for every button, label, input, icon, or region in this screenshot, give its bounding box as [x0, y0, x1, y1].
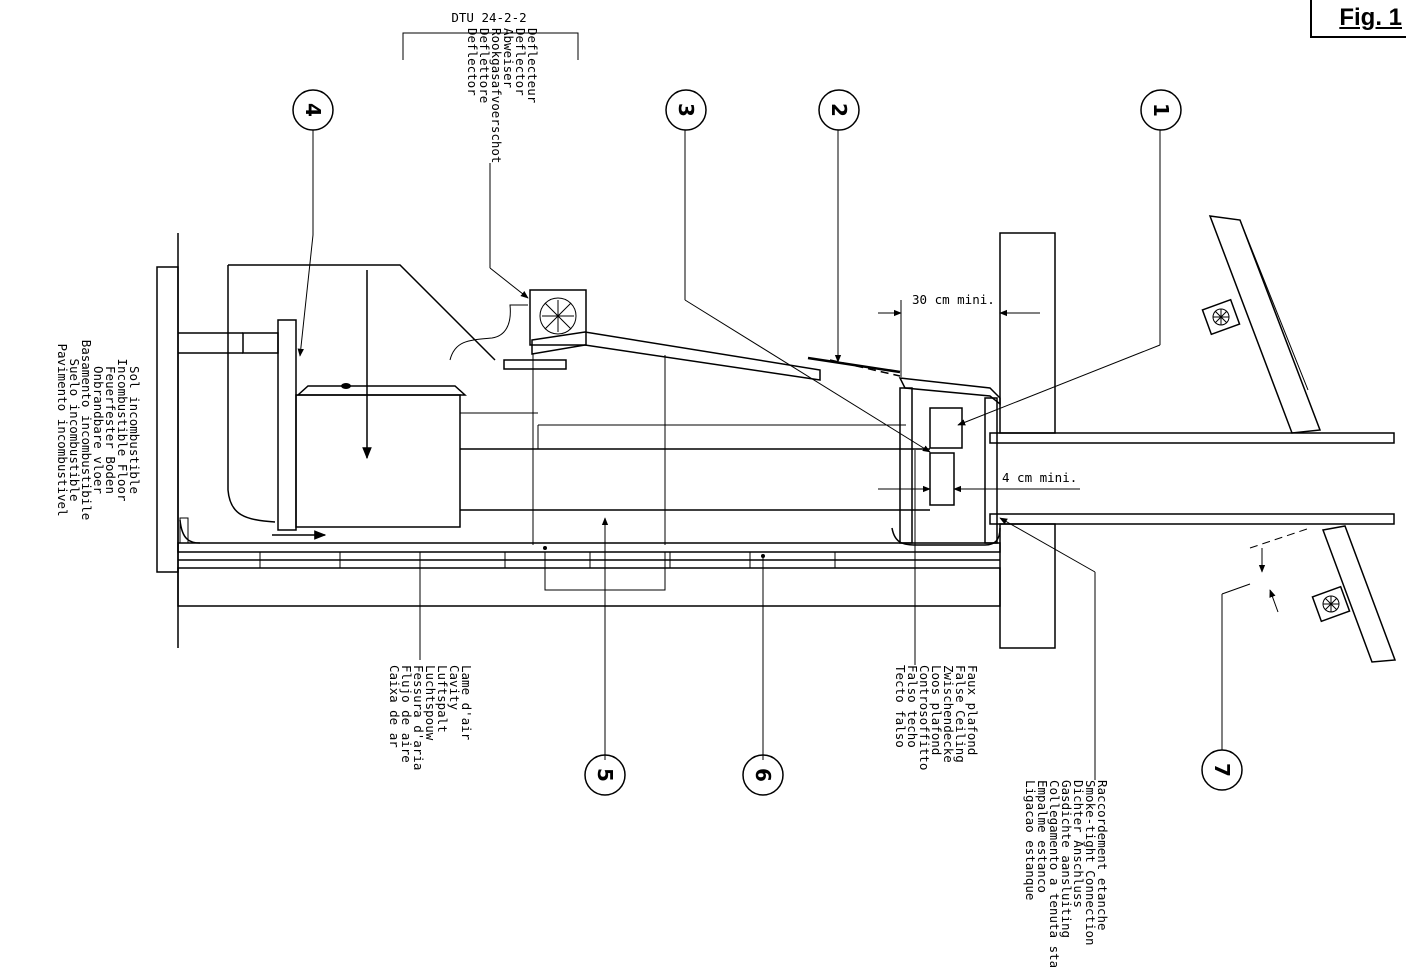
svg-text:Zwischendecke: Zwischendecke [941, 665, 956, 763]
svg-text:4: 4 [301, 103, 325, 117]
roof-section [1201, 215, 1397, 663]
deflector-box [489, 163, 587, 346]
callout-2: 2 [818, 89, 860, 131]
vent-grille-bottom [1311, 585, 1351, 623]
svg-text:Abweiser: Abweiser [501, 28, 516, 89]
svg-text:Flujo de aire: Flujo de aire [399, 665, 414, 763]
callout-5: 5 [584, 754, 626, 796]
svg-text:Suelo incombustible: Suelo incombustible [67, 359, 82, 502]
svg-text:Pavimento incombustivel: Pavimento incombustivel [55, 343, 70, 516]
callout-1: 1 [1140, 89, 1182, 131]
svg-text:Raccordement etanche: Raccordement etanche [1095, 780, 1110, 931]
dimension-4cm-label: 4 cm mini. [1002, 470, 1077, 485]
vent-grille-top [1201, 298, 1241, 336]
svg-text:Loos plafond: Loos plafond [929, 665, 944, 755]
dimension-30cm-label: 30 cm mini. [912, 292, 995, 307]
svg-text:Faux plafond: Faux plafond [965, 665, 980, 755]
svg-text:Incombustible Floor: Incombustible Floor [115, 359, 130, 502]
ceiling-labels: Faux plafond False Ceiling Zwischendecke… [893, 665, 980, 770]
svg-text:Ligacao estanque: Ligacao estanque [1023, 780, 1038, 900]
svg-text:Deflector: Deflector [513, 28, 528, 96]
svg-text:Collegamento a tenuta stagna: Collegamento a tenuta stagna [1047, 780, 1062, 967]
svg-text:6: 6 [751, 768, 775, 782]
callout-6: 6 [742, 754, 784, 796]
deflector-code: DTU 24-2-2 [451, 10, 526, 25]
fireplace-insert [178, 264, 528, 540]
svg-text:Rookgasafvoerschot: Rookgasafvoerschot [489, 28, 504, 163]
connection-labels: Raccordement etanche Smoke-tight Connect… [1023, 780, 1110, 967]
dimension-4cm: 4 cm mini. [878, 470, 1080, 493]
svg-text:7: 7 [1210, 763, 1234, 777]
svg-text:False Ceiling: False Ceiling [953, 665, 968, 763]
svg-text:Gasdichte aansluiting: Gasdichte aansluiting [1059, 780, 1074, 938]
left-wall [156, 233, 179, 648]
svg-text:Empalme estanco: Empalme estanco [1035, 780, 1050, 893]
callout-3: 3 [665, 89, 707, 131]
svg-text:Tecto falso: Tecto falso [893, 665, 908, 748]
dimension-vent [1221, 527, 1311, 750]
svg-text:Cavity: Cavity [447, 665, 462, 711]
svg-text:Luftspalt: Luftspalt [435, 665, 450, 733]
insulation-base [177, 517, 1001, 591]
callout-7: 7 [1201, 749, 1243, 791]
svg-text:3: 3 [674, 103, 698, 117]
svg-text:Lame d'air: Lame d'air [459, 665, 474, 741]
hood-casing [460, 331, 906, 545]
svg-text:Deflecteur: Deflecteur [525, 28, 540, 104]
callout-leaders [297, 130, 1161, 780]
svg-text:Falso techo: Falso techo [905, 665, 920, 748]
svg-text:Caixa de ar: Caixa de ar [387, 665, 402, 748]
svg-text:Deflettore: Deflettore [477, 28, 492, 103]
svg-text:Deflector: Deflector [465, 28, 480, 96]
svg-text:Smoke-tight Connection: Smoke-tight Connection [1083, 780, 1098, 946]
svg-text:Sol incombustible: Sol incombustible [127, 366, 142, 494]
floor-labels: Sol incombustible Incombustible Floor Fe… [55, 340, 142, 521]
callout-4: 4 [292, 89, 334, 131]
svg-text:Onbrandbare vloer: Onbrandbare vloer [91, 366, 106, 494]
svg-text:Controsoffitto: Controsoffitto [917, 665, 932, 770]
svg-text:Feuerfester Boden: Feuerfester Boden [103, 366, 118, 494]
deflector-labels: DTU 24-2-2 Deflecteur Deflector Abweiser… [402, 10, 579, 163]
floor-slab [177, 559, 1001, 607]
flue-pipe [460, 432, 1395, 525]
false-ceiling [807, 356, 1001, 665]
svg-text:Basamento incombustibile: Basamento incombustibile [79, 340, 94, 521]
right-wall [999, 232, 1056, 649]
svg-text:Dichter Anschluss: Dichter Anschluss [1071, 780, 1086, 908]
svg-text:Fessura d'aria: Fessura d'aria [411, 665, 426, 770]
svg-text:1: 1 [1149, 103, 1173, 117]
svg-text:Luchtspouw: Luchtspouw [423, 665, 438, 741]
cavity-labels: Lame d'air Cavity Luftspalt Luchtspouw F… [387, 665, 474, 770]
figure-label: Fig. 1 [1310, 0, 1406, 38]
dimension-30cm: 30 cm mini. [878, 292, 1040, 377]
svg-text:2: 2 [827, 103, 851, 117]
svg-text:5: 5 [593, 768, 617, 782]
